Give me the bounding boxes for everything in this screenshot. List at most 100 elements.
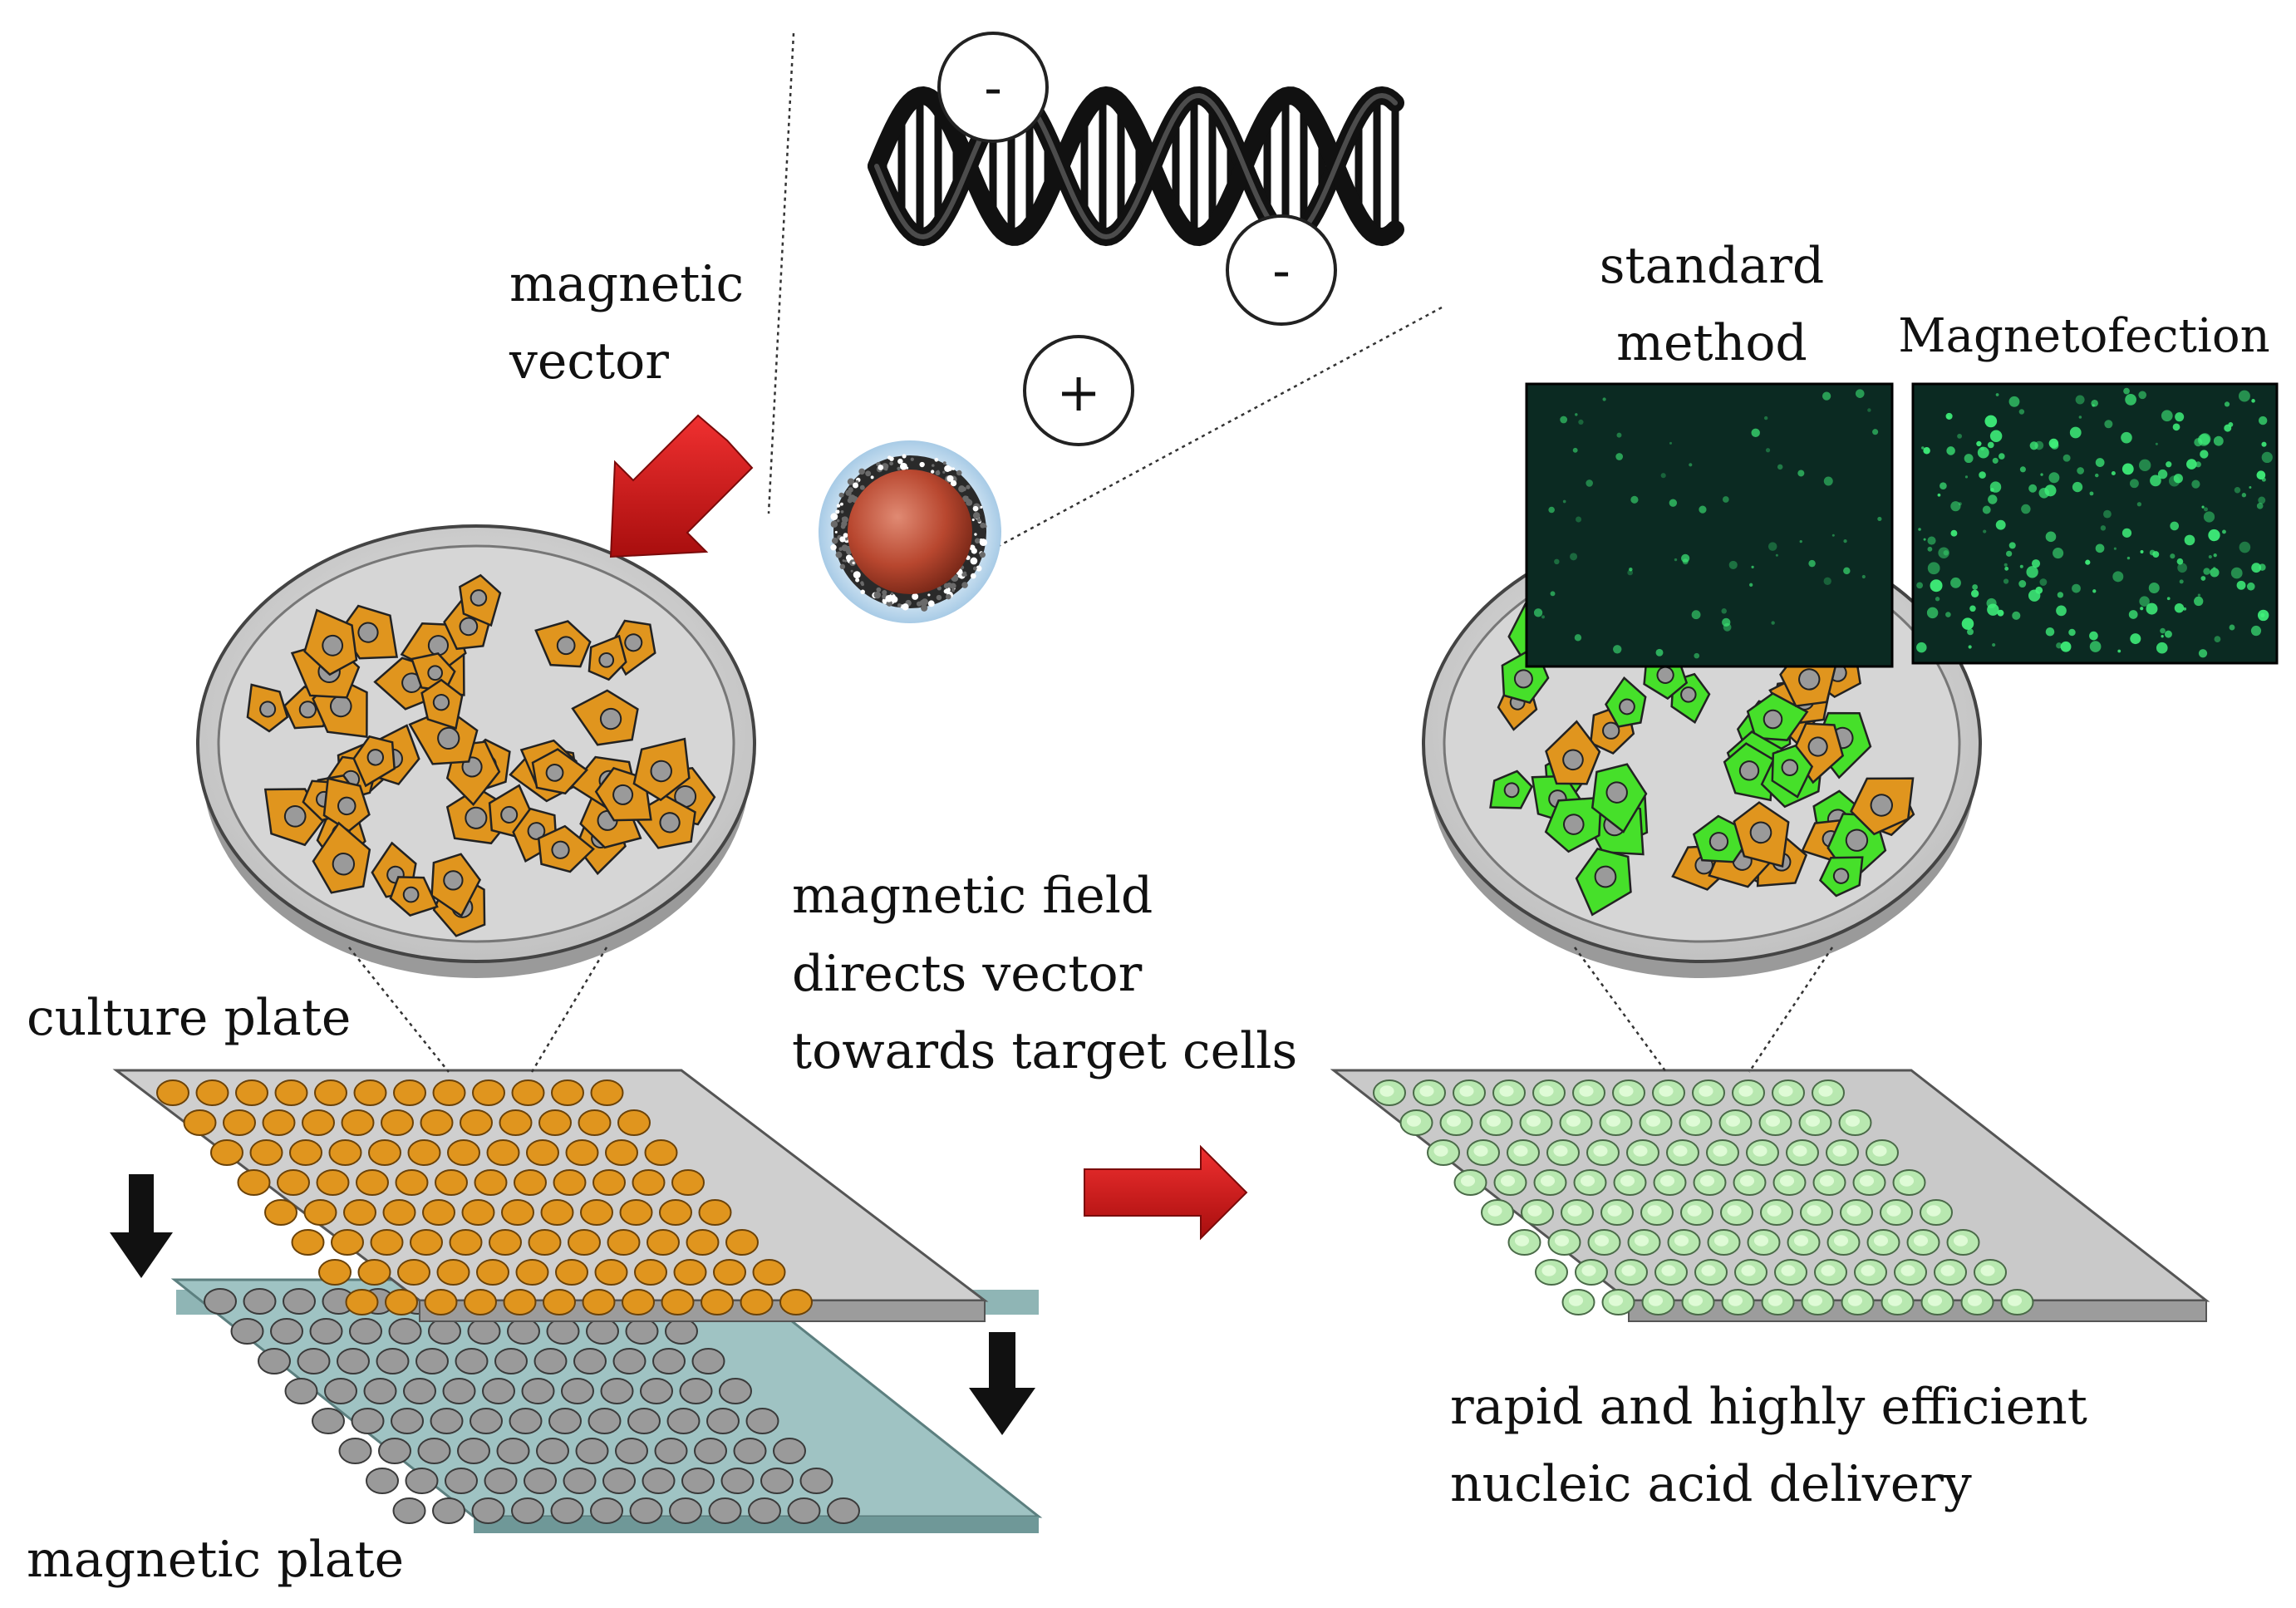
cell bbox=[1575, 848, 1632, 917]
culture-dish-left bbox=[196, 524, 756, 978]
cell bbox=[1544, 796, 1603, 853]
plate-well bbox=[740, 1289, 774, 1315]
svg-text:-: - bbox=[984, 57, 1002, 119]
plate-well bbox=[640, 1378, 673, 1404]
positive-charge-icon: + bbox=[1023, 335, 1134, 446]
plate-well bbox=[337, 1348, 370, 1374]
plate-well bbox=[381, 1109, 414, 1136]
plate-well bbox=[210, 1139, 243, 1166]
plate-well bbox=[422, 1199, 455, 1226]
negative-charge-icon: - bbox=[937, 32, 1049, 143]
plate-well bbox=[752, 1259, 786, 1286]
plate-well bbox=[719, 1378, 752, 1404]
label-magnetic-vector: magnetic vector bbox=[509, 255, 744, 391]
plate-well bbox=[725, 1229, 759, 1256]
plate-well bbox=[432, 1079, 466, 1106]
plate-well bbox=[515, 1259, 549, 1286]
plate-well bbox=[424, 1289, 458, 1315]
svg-text:towards target cells: towards target cells bbox=[792, 1022, 1297, 1080]
plate-well bbox=[548, 1408, 582, 1434]
plate-well bbox=[799, 1468, 833, 1494]
cell bbox=[303, 608, 358, 676]
plate-well bbox=[665, 1318, 698, 1345]
plate-well bbox=[551, 1079, 584, 1106]
plate-well bbox=[341, 1109, 375, 1136]
plate-well bbox=[694, 1438, 727, 1464]
plate-well bbox=[318, 1259, 352, 1286]
plate-well bbox=[691, 1348, 725, 1374]
zoom-lines bbox=[348, 32, 1834, 1073]
cell bbox=[534, 620, 592, 668]
plate-well bbox=[496, 1438, 530, 1464]
magnetic-nanoparticle-icon bbox=[819, 440, 1001, 623]
cell bbox=[1733, 801, 1790, 868]
cell bbox=[571, 689, 639, 746]
label-magnetic-plate: magnetic plate bbox=[27, 1531, 404, 1589]
plate-well bbox=[553, 1169, 587, 1196]
plate-well bbox=[312, 1408, 345, 1434]
negative-charge-icon: - bbox=[1226, 214, 1337, 326]
plate-well bbox=[476, 1259, 509, 1286]
cell bbox=[632, 737, 691, 802]
cell bbox=[1850, 777, 1915, 836]
plate-well bbox=[827, 1497, 860, 1524]
plate-well bbox=[706, 1408, 740, 1434]
svg-text:magnetic: magnetic bbox=[509, 255, 744, 313]
label-result: rapid and highly efficient nucleic acid … bbox=[1450, 1378, 2087, 1513]
plate-well bbox=[669, 1497, 702, 1524]
plate-well bbox=[503, 1289, 537, 1315]
plate-well bbox=[644, 1139, 678, 1166]
cell bbox=[420, 678, 464, 730]
plate-well bbox=[561, 1378, 594, 1404]
plate-well bbox=[230, 1318, 264, 1345]
cell bbox=[531, 748, 588, 795]
plate-well bbox=[258, 1348, 291, 1374]
cell bbox=[1723, 742, 1775, 802]
plate-well bbox=[392, 1497, 426, 1524]
plate-well bbox=[338, 1438, 372, 1464]
culture-plate-wells bbox=[156, 1079, 813, 1315]
plate-well bbox=[578, 1109, 612, 1136]
plate-well bbox=[283, 1288, 316, 1315]
plate-well bbox=[391, 1408, 424, 1434]
label-standard-method: standard method bbox=[1600, 237, 1825, 372]
cell bbox=[1489, 770, 1534, 809]
plate-well bbox=[673, 1259, 707, 1286]
plate-well bbox=[430, 1408, 464, 1434]
plate-well bbox=[592, 1169, 626, 1196]
plate-well bbox=[733, 1438, 767, 1464]
cell bbox=[537, 824, 595, 873]
plate-well bbox=[447, 1139, 480, 1166]
plate-well bbox=[195, 1079, 229, 1106]
plate-well bbox=[760, 1468, 794, 1494]
plate-well bbox=[489, 1229, 522, 1256]
plate-well bbox=[366, 1468, 399, 1494]
red-arrow-right-icon bbox=[1084, 1144, 1248, 1241]
plate-well bbox=[533, 1348, 568, 1374]
cell bbox=[322, 777, 371, 833]
cell bbox=[1545, 720, 1601, 785]
plate-well bbox=[445, 1468, 478, 1494]
plate-well bbox=[617, 1109, 651, 1136]
plate-well bbox=[563, 1468, 597, 1494]
label-magnetofection: Magnetofection bbox=[1898, 309, 2269, 363]
plate-well bbox=[582, 1289, 616, 1315]
plate-well bbox=[428, 1318, 461, 1345]
plate-well bbox=[471, 1497, 505, 1524]
plate-well bbox=[405, 1468, 439, 1494]
plate-well bbox=[550, 1497, 584, 1524]
plate-well bbox=[274, 1079, 308, 1106]
plate-well bbox=[395, 1169, 429, 1196]
plate-well bbox=[528, 1229, 562, 1256]
plate-well bbox=[555, 1259, 588, 1286]
plate-well bbox=[590, 1079, 624, 1106]
plate-well bbox=[659, 1199, 692, 1226]
plate-well bbox=[698, 1199, 732, 1226]
plate-well bbox=[686, 1229, 720, 1256]
plate-well bbox=[436, 1259, 470, 1286]
svg-text:method: method bbox=[1616, 314, 1807, 372]
plate-well bbox=[243, 1288, 277, 1315]
plate-well bbox=[594, 1259, 628, 1286]
black-arrow-down-icon bbox=[110, 1174, 173, 1278]
plate-well bbox=[612, 1348, 647, 1374]
